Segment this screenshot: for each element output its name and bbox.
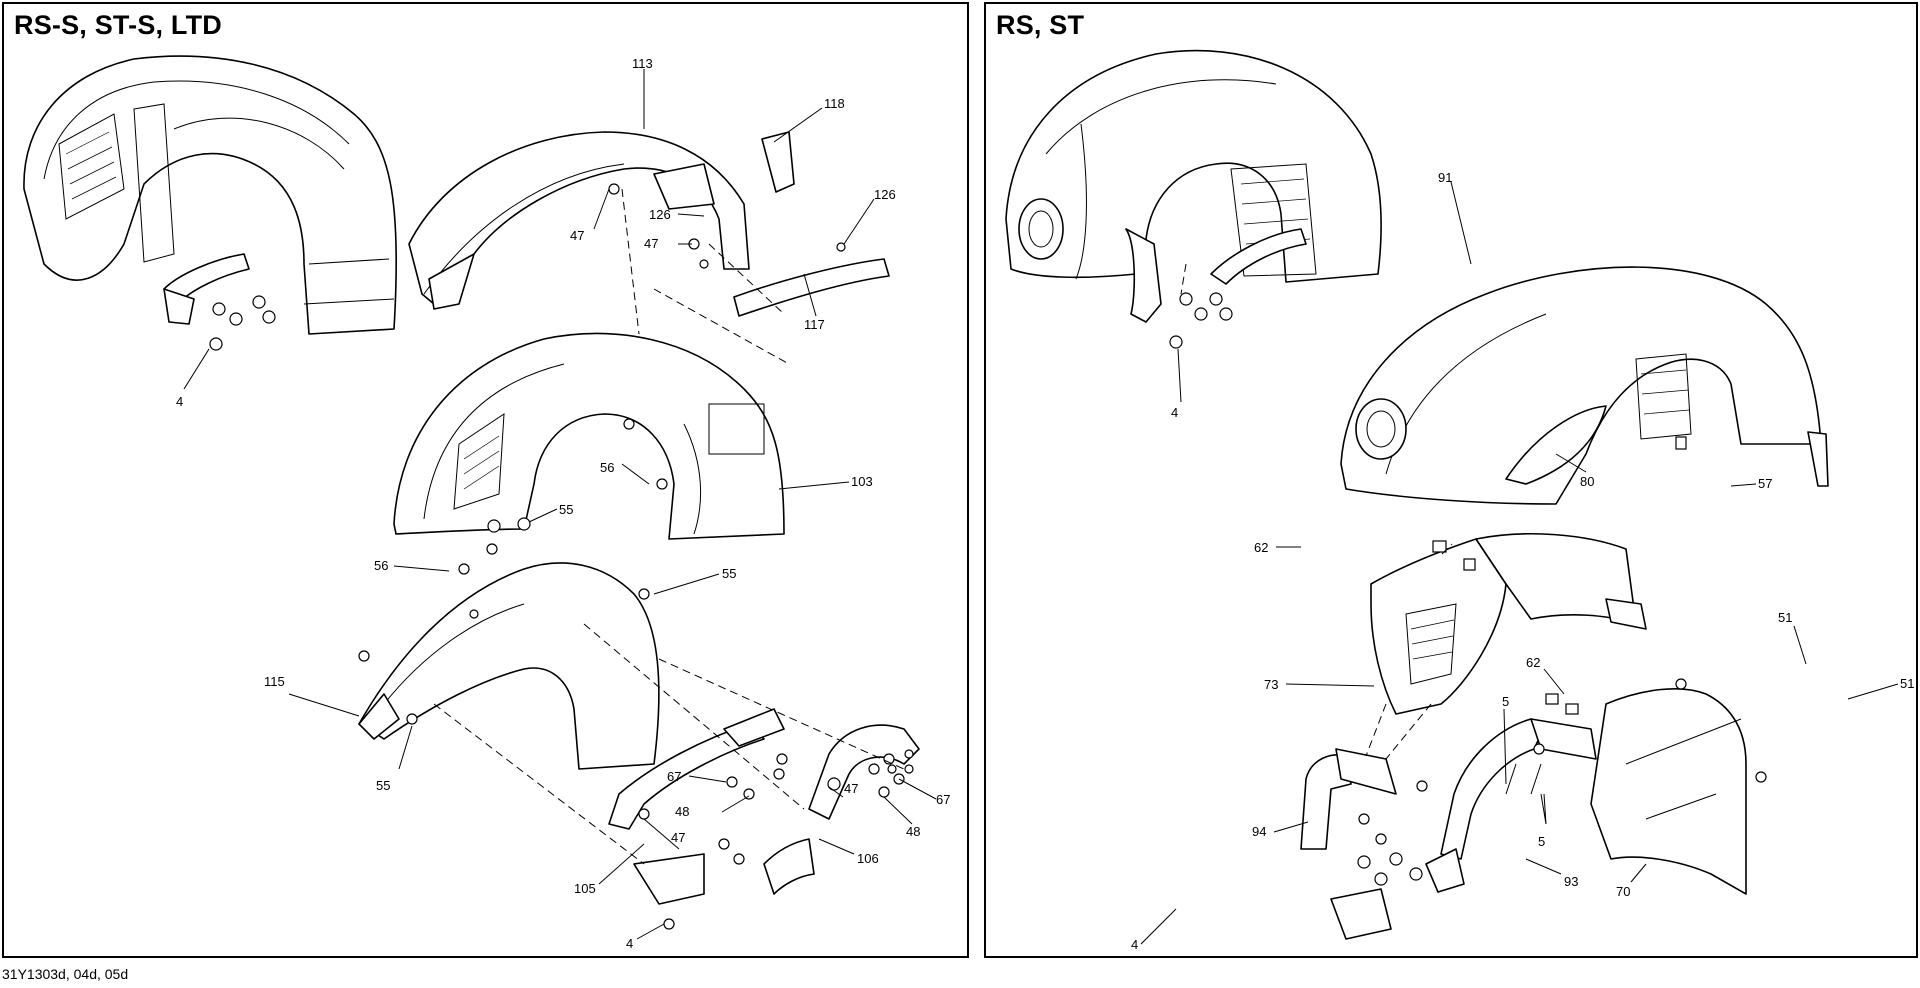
callout-113: 113 (632, 56, 653, 71)
callout-73: 73 (1264, 677, 1278, 692)
callout-105: 105 (574, 881, 596, 896)
callout-47: 47 (644, 236, 658, 251)
callout-5: 5 (1538, 834, 1545, 849)
panel-rs-st: RS, ST (984, 2, 1918, 958)
callout-94: 94 (1252, 824, 1266, 839)
callout-4: 4 (1171, 405, 1178, 420)
main-fender-drawing (393, 332, 785, 540)
callout-91: 91 (1438, 170, 1452, 185)
leader-lines (183, 69, 937, 940)
hardware-drawing (358, 418, 914, 930)
diagram-reference-code: 31Y1303d, 04d, 05d (2, 966, 129, 982)
fender-liner-drawing (358, 562, 660, 770)
exploded-view-diagram-right: 91 4 80 57 62 51 73 62 5 51 94 5 93 70 4 (1005, 49, 1914, 952)
assembled-fender-drawing (1005, 49, 1382, 349)
callout-5: 5 (1502, 694, 1509, 709)
callout-117: 117 (804, 317, 825, 332)
callout-126: 126 (649, 207, 671, 222)
callout-67: 67 (667, 769, 681, 784)
callout-67: 67 (936, 792, 950, 807)
callout-56: 56 (600, 460, 614, 475)
callout-48: 48 (675, 804, 689, 819)
main-fender-drawing (1340, 266, 1829, 505)
callout-56: 56 (374, 558, 388, 573)
center-bracket-drawing (1370, 533, 1647, 715)
callout-62: 62 (1254, 540, 1268, 555)
callout-62: 62 (1526, 655, 1540, 670)
callout-4: 4 (1131, 937, 1138, 952)
callout-80: 80 (1580, 474, 1594, 489)
callout-55: 55 (559, 502, 573, 517)
callout-51: 51 (1778, 610, 1792, 625)
assembly-lines (1180, 263, 1453, 760)
callout-118: 118 (824, 96, 845, 111)
assembly-lines (433, 188, 905, 865)
callout-51: 51 (1900, 676, 1914, 691)
callout-labels: 91 4 80 57 62 51 73 62 5 51 94 5 93 70 4 (1131, 170, 1914, 952)
callout-47: 47 (570, 228, 584, 243)
support-rail-drawing (608, 708, 920, 905)
exploded-view-diagram-left: 113 118 126 47 126 47 117 4 56 103 55 56… (23, 55, 950, 951)
callout-115: 115 (264, 674, 285, 689)
trim-strip-drawing (733, 258, 890, 317)
reflector-bracket-drawing (761, 131, 795, 193)
panel-title: RS, ST (996, 10, 1085, 40)
assembled-fender-drawing (23, 55, 398, 351)
callout-106: 106 (857, 851, 879, 866)
support-rail-drawing (1300, 693, 1597, 940)
callout-48: 48 (906, 824, 920, 839)
callout-70: 70 (1616, 884, 1630, 899)
callout-55: 55 (722, 566, 736, 581)
callout-labels: 113 118 126 47 126 47 117 4 56 103 55 56… (176, 56, 950, 951)
callout-93: 93 (1564, 874, 1578, 889)
side-cover-drawing (1590, 678, 1767, 895)
callout-47: 47 (671, 830, 685, 845)
callout-55: 55 (376, 778, 390, 793)
panel-title: RS-S, ST-S, LTD (14, 10, 223, 40)
callout-4: 4 (176, 394, 183, 409)
callout-57: 57 (1758, 476, 1772, 491)
leader-lines (1140, 181, 1899, 945)
callout-47: 47 (844, 781, 858, 796)
upper-fender-drawing (408, 131, 750, 310)
callout-4: 4 (626, 936, 633, 951)
callout-126: 126 (874, 187, 896, 202)
callout-103: 103 (851, 474, 873, 489)
panel-rs-s-st-s-ltd: RS-S, ST-S, LTD (2, 2, 969, 958)
